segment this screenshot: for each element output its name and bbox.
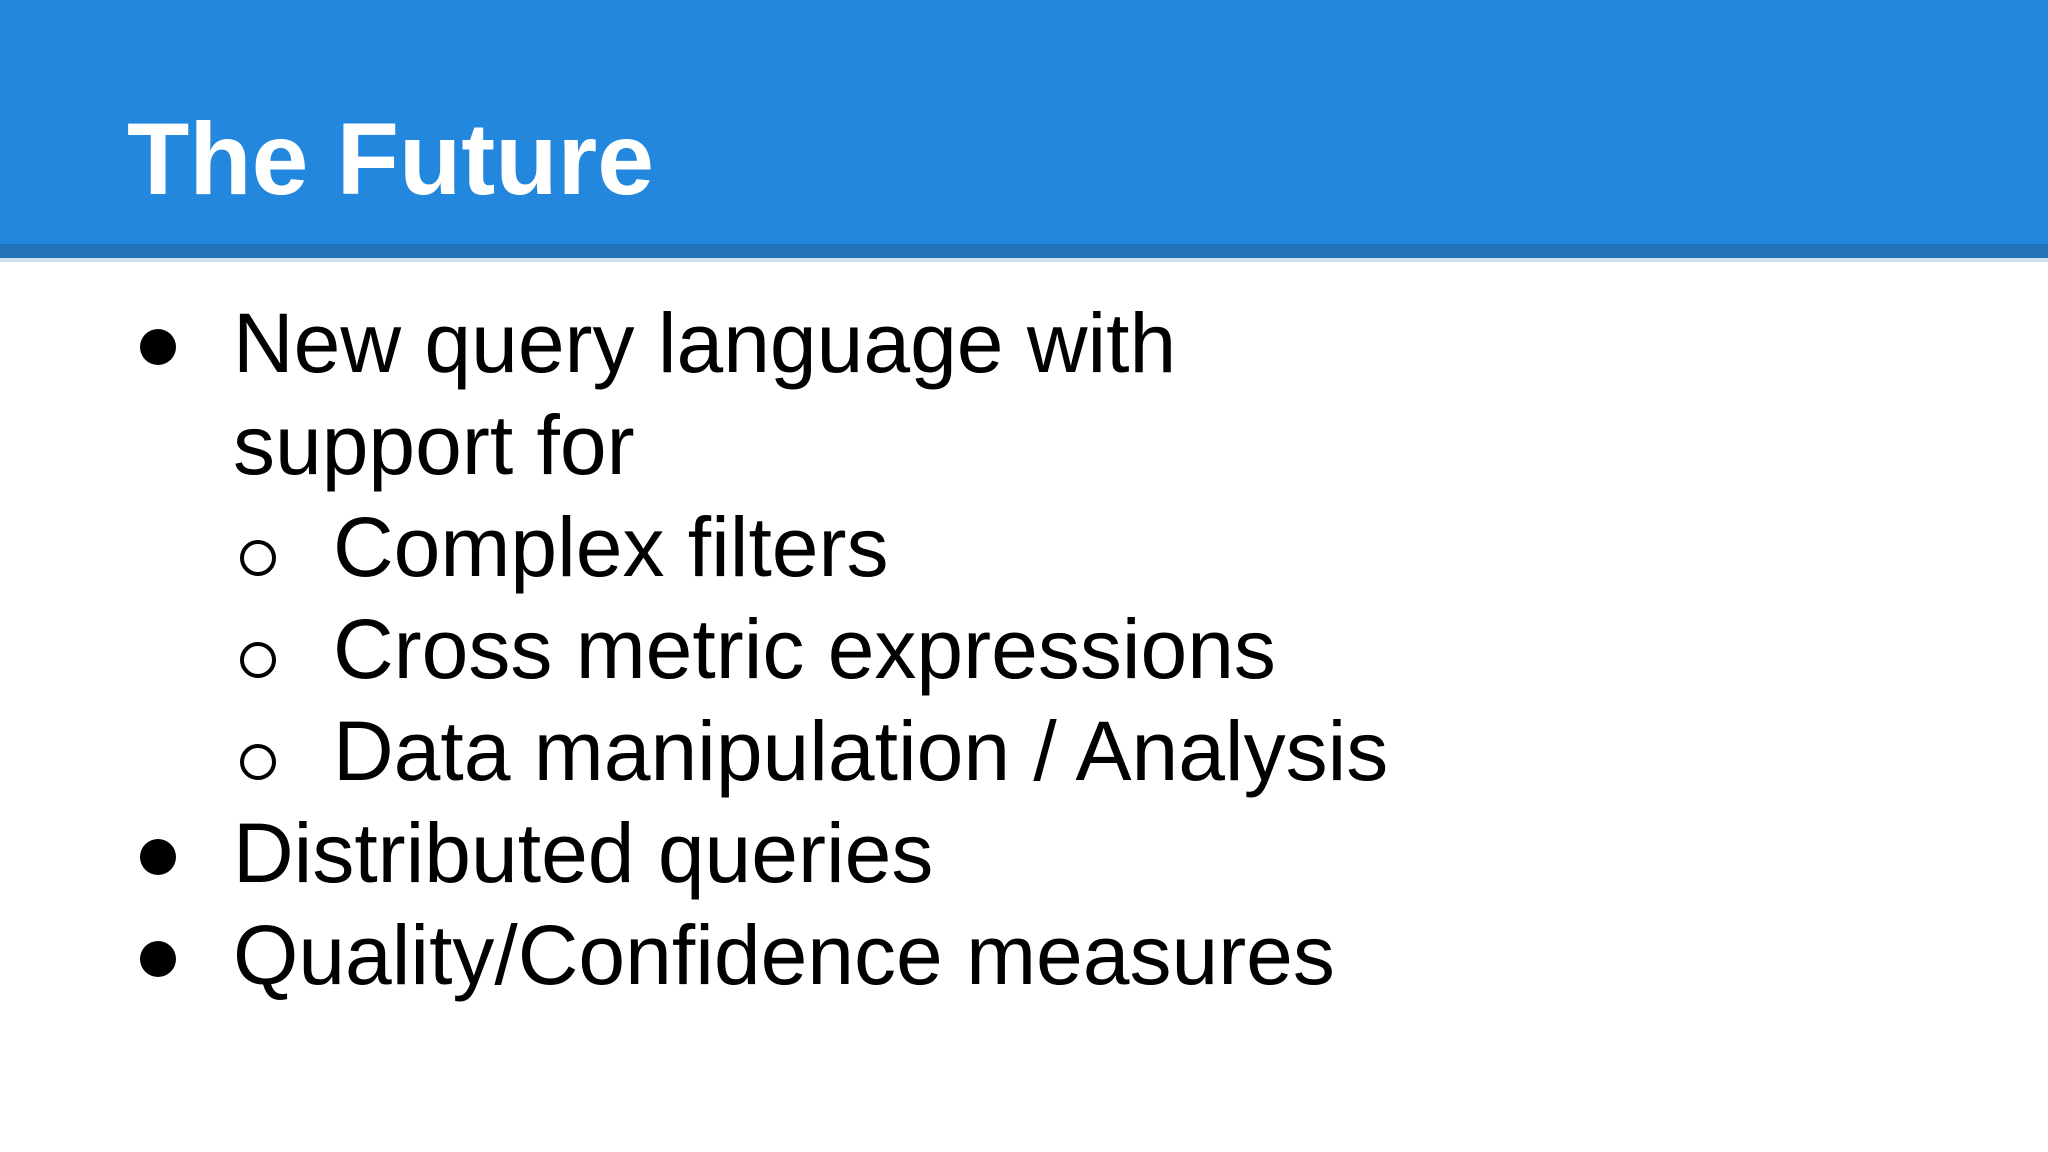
slide-title: The Future — [127, 102, 654, 216]
bullet-text: Data manipulation / Analysis — [333, 704, 1389, 798]
bullet-text: Cross metric expressions — [333, 602, 1276, 696]
bullet-item: New query language with — [140, 292, 1940, 394]
bullet-circle-icon — [240, 642, 276, 678]
sub-bullet-item: Data manipulation / Analysis — [140, 700, 1940, 802]
header-accent-strip-light — [0, 258, 2048, 262]
bullet-text: support for — [233, 398, 635, 492]
bullet-list: New query language with support for Comp… — [140, 292, 1940, 1006]
bullet-text: Distributed queries — [233, 806, 934, 900]
bullet-dot-icon — [140, 329, 176, 365]
bullet-circle-icon — [240, 540, 276, 576]
header-accent-strip — [0, 244, 2048, 258]
bullet-circle-icon — [240, 744, 276, 780]
sub-bullet-item: Cross metric expressions — [140, 598, 1940, 700]
bullet-dot-icon — [140, 839, 176, 875]
bullet-text: Quality/Confidence measures — [233, 908, 1335, 1002]
bullet-item: Distributed queries — [140, 802, 1940, 904]
slide-header-band: The Future — [0, 0, 2048, 244]
bullet-text: New query language with — [233, 296, 1177, 390]
sub-bullet-item: Complex filters — [140, 496, 1940, 598]
bullet-dot-icon — [140, 941, 176, 977]
bullet-item: Quality/Confidence measures — [140, 904, 1940, 1006]
bullet-item-continuation: support for — [140, 394, 1940, 496]
bullet-text: Complex filters — [333, 500, 889, 594]
